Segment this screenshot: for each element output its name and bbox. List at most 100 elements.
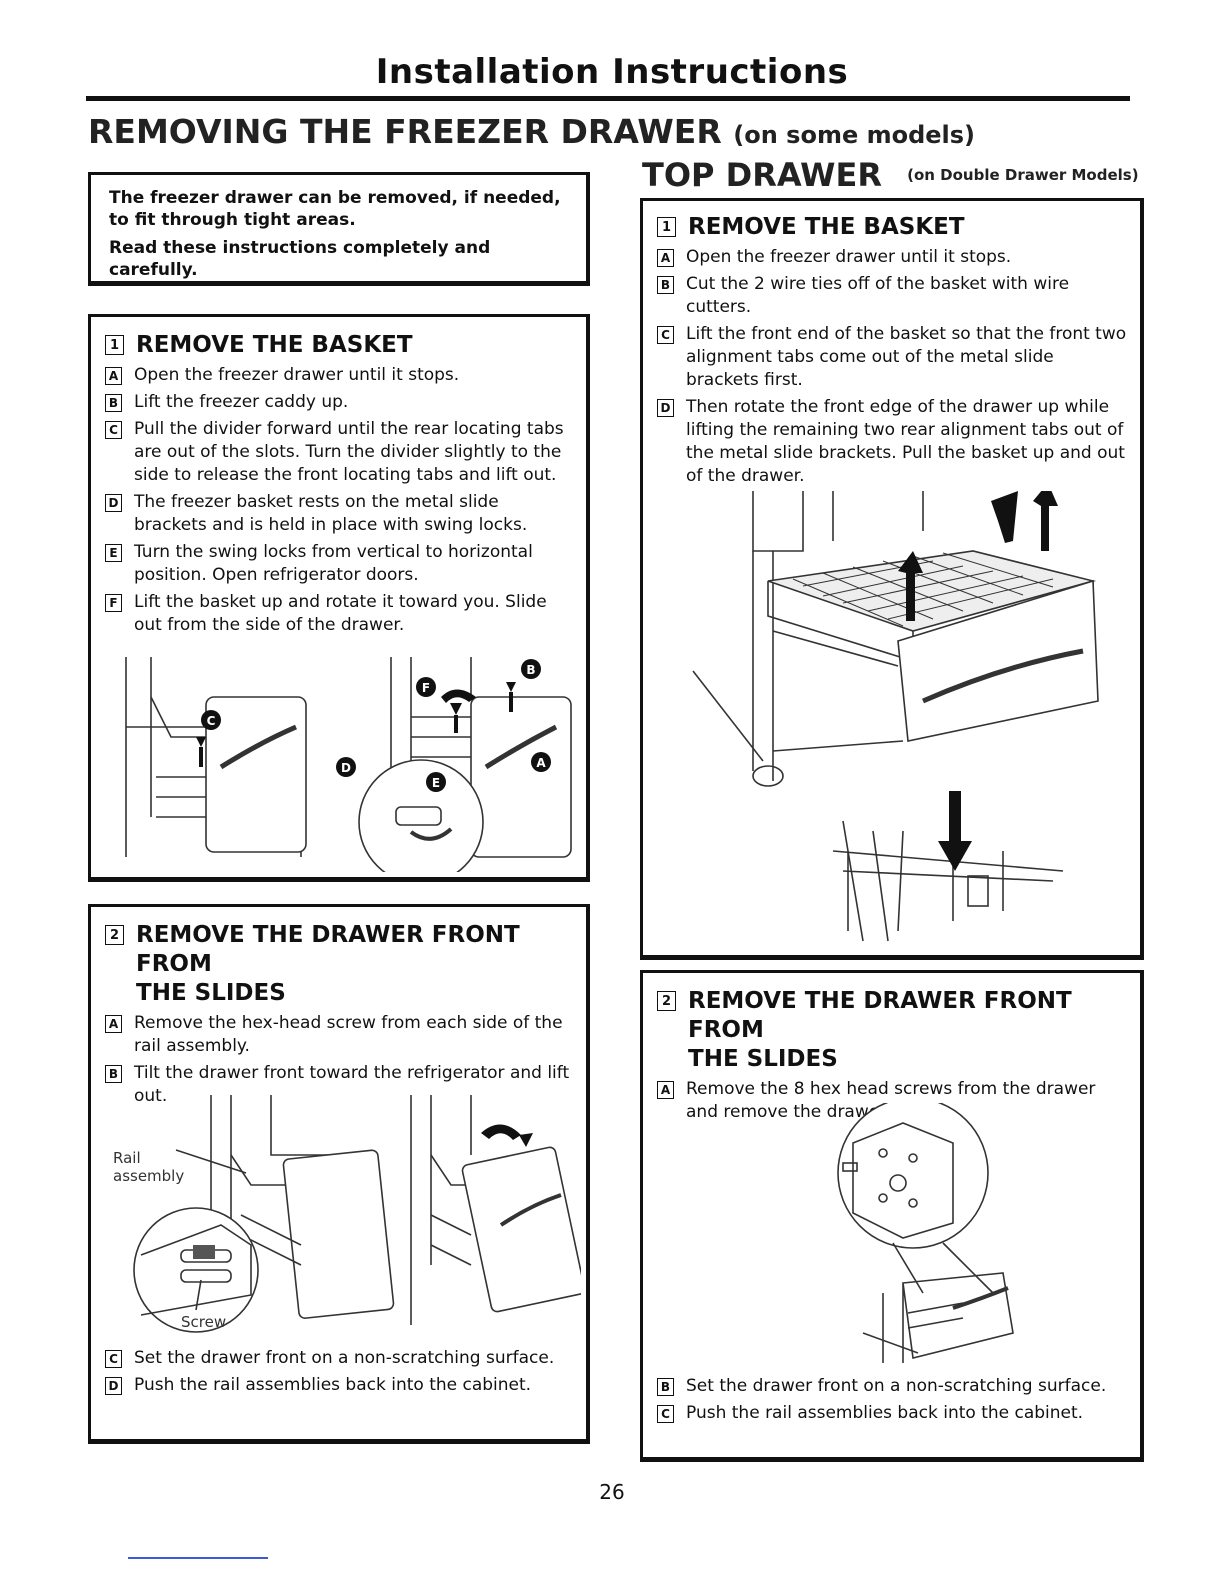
step-b: B Lift the freezer caddy up.: [105, 391, 574, 414]
step-text: Turn the swing locks from vertical to ho…: [134, 542, 533, 585]
step-b: B Set the drawer front on a non-scratchin…: [657, 1375, 1128, 1398]
main-heading: REMOVING THE FREEZER DRAWER (on some mod…: [88, 112, 975, 151]
step-letter: A: [105, 1015, 122, 1033]
step-text: Lift the basket up and rotate it toward …: [134, 592, 547, 635]
page-header-title: Installation Instructions: [375, 52, 849, 92]
step-f: F Lift the basket up and rotate it toward…: [105, 591, 574, 637]
section-title-text: REMOVE THE BASKET: [136, 332, 413, 358]
section-title: 1 REMOVE THE BASKET: [105, 331, 574, 360]
right-section-remove-basket: 1 REMOVE THE BASKET A Open the freezer dr…: [640, 198, 1144, 960]
step-text: Pull the divider forward until the rear …: [134, 419, 564, 485]
step-d: D The freezer basket rests on the metal s…: [105, 491, 574, 537]
step-letter: A: [657, 249, 674, 267]
step-b: B Cut the 2 wire ties off of the basket w…: [657, 273, 1128, 319]
page-number: 26: [599, 1480, 625, 1504]
step-letter: D: [105, 1377, 122, 1395]
step-d: D Then rotate the front edge of the drawe…: [657, 396, 1128, 488]
step-text: Remove the hex-head screw from each side…: [134, 1013, 563, 1056]
step-letter: F: [105, 594, 122, 612]
step-text: Push the rail assemblies back into the c…: [134, 1375, 532, 1395]
section-title-text: REMOVE THE DRAWER FRONT FROM THE SLIDES: [136, 921, 574, 1008]
section-number: 2: [657, 991, 676, 1011]
step-text: Lift the front end of the basket so that…: [686, 324, 1127, 390]
right-section-remove-drawer-front: 2 REMOVE THE DRAWER FRONT FROM THE SLIDE…: [640, 970, 1144, 1462]
right-section2-after-steps: B Set the drawer front on a non-scratchin…: [657, 1371, 1128, 1425]
screw-removal-illustration: [837, 1103, 1014, 1363]
step-text: Tilt the drawer front toward the refrige…: [134, 1063, 570, 1106]
right-column-heading: TOP DRAWER (on Double Drawer Models): [642, 156, 1139, 194]
step-text: Cut the 2 wire ties off of the basket wi…: [686, 274, 1070, 317]
step-letter: B: [105, 1065, 122, 1083]
step-a: A Open the freezer drawer until it stops.: [657, 246, 1128, 269]
step-letter: C: [105, 1350, 122, 1368]
rail-label-2: assembly: [113, 1167, 184, 1185]
step-a: A Remove the 8 hex head screws from the d…: [657, 1078, 1128, 1124]
section-title-text: REMOVE THE DRAWER FRONT FROM THE SLIDES: [688, 987, 1128, 1074]
step-text: Open the freezer drawer until it stops.: [134, 365, 460, 385]
section-title-line-1: REMOVE THE DRAWER FRONT FROM: [688, 988, 1072, 1043]
step-c: C Push the rail assemblies back into the …: [657, 1402, 1128, 1425]
right-heading-subtitle: (on Double Drawer Models): [907, 166, 1139, 184]
step-text: Push the rail assemblies back into the c…: [686, 1403, 1084, 1423]
step-letter: B: [657, 276, 674, 294]
left-section-remove-basket: 1 REMOVE THE BASKET A Open the freezer dr…: [88, 314, 590, 882]
step-e: E Turn the swing locks from vertical to h…: [105, 541, 574, 587]
step-b: B Tilt the drawer front toward the refrig…: [105, 1062, 574, 1108]
step-d: D Push the rail assemblies back into the …: [105, 1374, 574, 1397]
callout-b: B: [526, 663, 535, 677]
step-c: C Set the drawer front on a non-scratchin…: [105, 1347, 574, 1370]
step-text: Then rotate the front edge of the drawer…: [686, 397, 1125, 486]
section-title-line-2: THE SLIDES: [136, 980, 286, 1006]
step-text: The freezer basket rests on the metal sl…: [134, 492, 528, 535]
callout-d: D: [341, 761, 351, 775]
callout-a: A: [536, 756, 546, 770]
step-a: A Open the freezer drawer until it stops.: [105, 364, 574, 387]
step-letter: B: [657, 1378, 674, 1396]
intro-line-2: Read these instructions completely and c…: [109, 238, 491, 280]
section-number: 1: [657, 217, 676, 237]
section-title-line-2: THE SLIDES: [688, 1046, 838, 1072]
step-letter: D: [657, 399, 674, 417]
step-letter: C: [657, 1405, 674, 1423]
step-text: Set the drawer front on a non-scratching…: [134, 1348, 555, 1368]
intro-line-1: The freezer drawer can be removed, if ne…: [109, 188, 561, 230]
intro-box: The freezer drawer can be removed, if ne…: [88, 172, 590, 286]
callout-markers: C D F B A E: [201, 659, 551, 792]
rail-label-1: Rail: [113, 1149, 141, 1167]
drawer-front-removal-illustration: Rail assembly Screw: [113, 1095, 581, 1333]
section-number: 2: [105, 925, 124, 945]
section-title: 2 REMOVE THE DRAWER FRONT FROM THE SLIDE…: [657, 987, 1128, 1074]
section-number: 1: [105, 335, 124, 355]
footer-link-underline: [128, 1557, 268, 1559]
main-heading-subtitle: (on some models): [733, 121, 976, 149]
callout-c: C: [207, 714, 216, 728]
step-text: Lift the freezer caddy up.: [134, 392, 349, 412]
callout-f: F: [422, 681, 430, 695]
section-title-text: REMOVE THE BASKET: [688, 214, 965, 240]
right-heading-title: TOP DRAWER: [642, 156, 882, 194]
step-text: Set the drawer front on a non-scratching…: [686, 1376, 1107, 1396]
step-letter: C: [657, 326, 674, 344]
section-title: 1 REMOVE THE BASKET: [657, 213, 1128, 242]
screw-label: Screw: [181, 1313, 226, 1331]
step-letter: A: [105, 367, 122, 385]
step-text: Remove the 8 hex head screws from the dr…: [686, 1079, 1096, 1122]
callout-e: E: [432, 776, 440, 790]
step-a: A Remove the hex-head screw from each sid…: [105, 1012, 574, 1058]
left-section-remove-drawer-front: 2 REMOVE THE DRAWER FRONT FROM THE SLIDE…: [88, 904, 590, 1444]
left-section2-after-steps: C Set the drawer front on a non-scratchin…: [105, 1343, 574, 1397]
step-c: C Pull the divider forward until the rear…: [105, 418, 574, 487]
step-letter: B: [105, 394, 122, 412]
top-drawer-basket-illustration: [692, 491, 1099, 942]
section-title-line-1: REMOVE THE DRAWER FRONT FROM: [136, 922, 520, 977]
section-title: 2 REMOVE THE DRAWER FRONT FROM THE SLIDE…: [105, 921, 574, 1008]
step-letter: E: [105, 544, 122, 562]
step-letter: A: [657, 1081, 674, 1099]
step-letter: C: [105, 421, 122, 439]
main-heading-title: REMOVING THE FREEZER DRAWER: [88, 112, 722, 151]
step-letter: D: [105, 494, 122, 512]
header-rule: [86, 96, 1130, 101]
basket-removal-illustration: C D F B A E: [125, 657, 572, 872]
step-c: C Lift the front end of the basket so tha…: [657, 323, 1128, 392]
step-text: Open the freezer drawer until it stops.: [686, 247, 1012, 267]
